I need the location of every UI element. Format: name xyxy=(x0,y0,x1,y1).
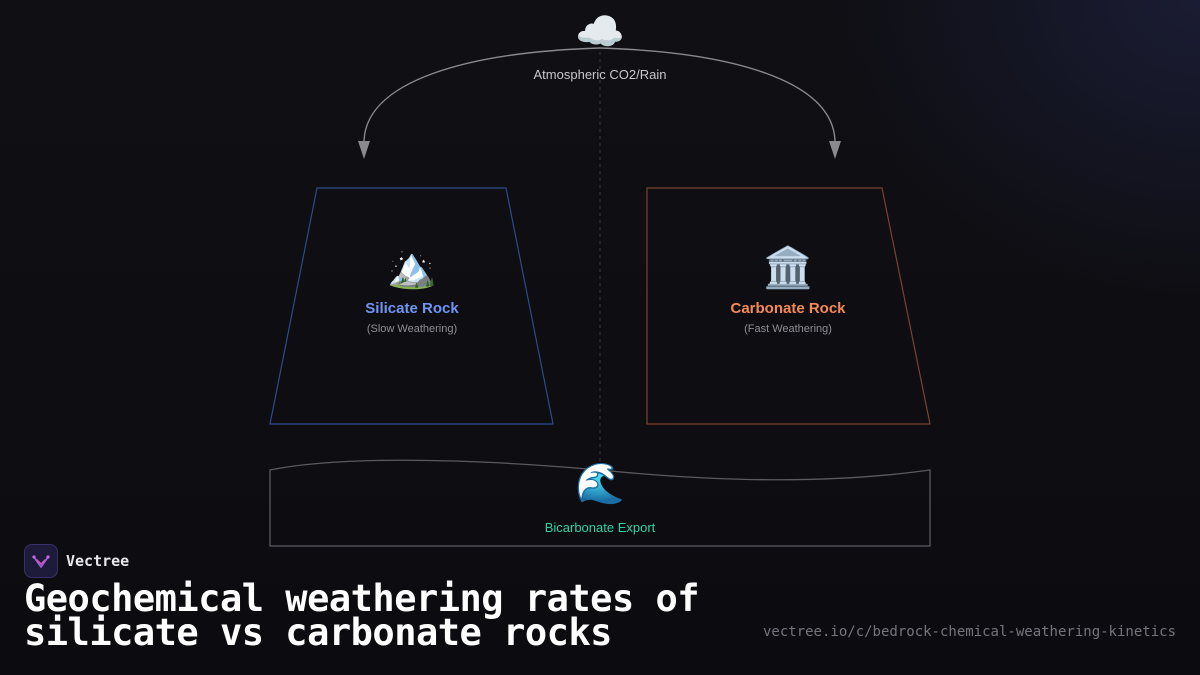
atmosphere-label: Atmospheric CO2/Rain xyxy=(533,67,667,82)
classical-building-icon: 🏛️ xyxy=(763,245,813,291)
ocean-export-label: Bicarbonate Export xyxy=(544,520,656,535)
silicate-title: Silicate Rock xyxy=(365,300,459,317)
rain-arrow-to-silicate xyxy=(363,47,601,144)
arrowhead-silicate xyxy=(358,141,370,159)
carbonate-title: Carbonate Rock xyxy=(730,300,846,317)
page-title: Geochemical weathering rates of silicate… xyxy=(24,577,700,654)
brand-name: Vectree xyxy=(66,552,130,570)
ocean-export-shape xyxy=(269,459,931,547)
silicate-rock-shape xyxy=(269,187,554,425)
brand: Vectree xyxy=(24,544,129,578)
rain-arrow-to-carbonate xyxy=(599,47,836,144)
vectree-logo-icon xyxy=(24,544,58,578)
silicate-subtitle: (Slow Weathering) xyxy=(366,323,458,335)
wave-icon: 🌊 xyxy=(575,461,625,507)
cloud-icon: ☁️ xyxy=(575,9,625,55)
mountain-icon: 🏔️ xyxy=(387,245,437,291)
arrowhead-carbonate xyxy=(829,141,841,159)
carbonate-rock-shape xyxy=(646,187,931,425)
carbonate-subtitle: (Fast Weathering) xyxy=(744,323,832,335)
source-url: vectree.io/c/bedrock-chemical-weathering… xyxy=(762,624,1176,640)
